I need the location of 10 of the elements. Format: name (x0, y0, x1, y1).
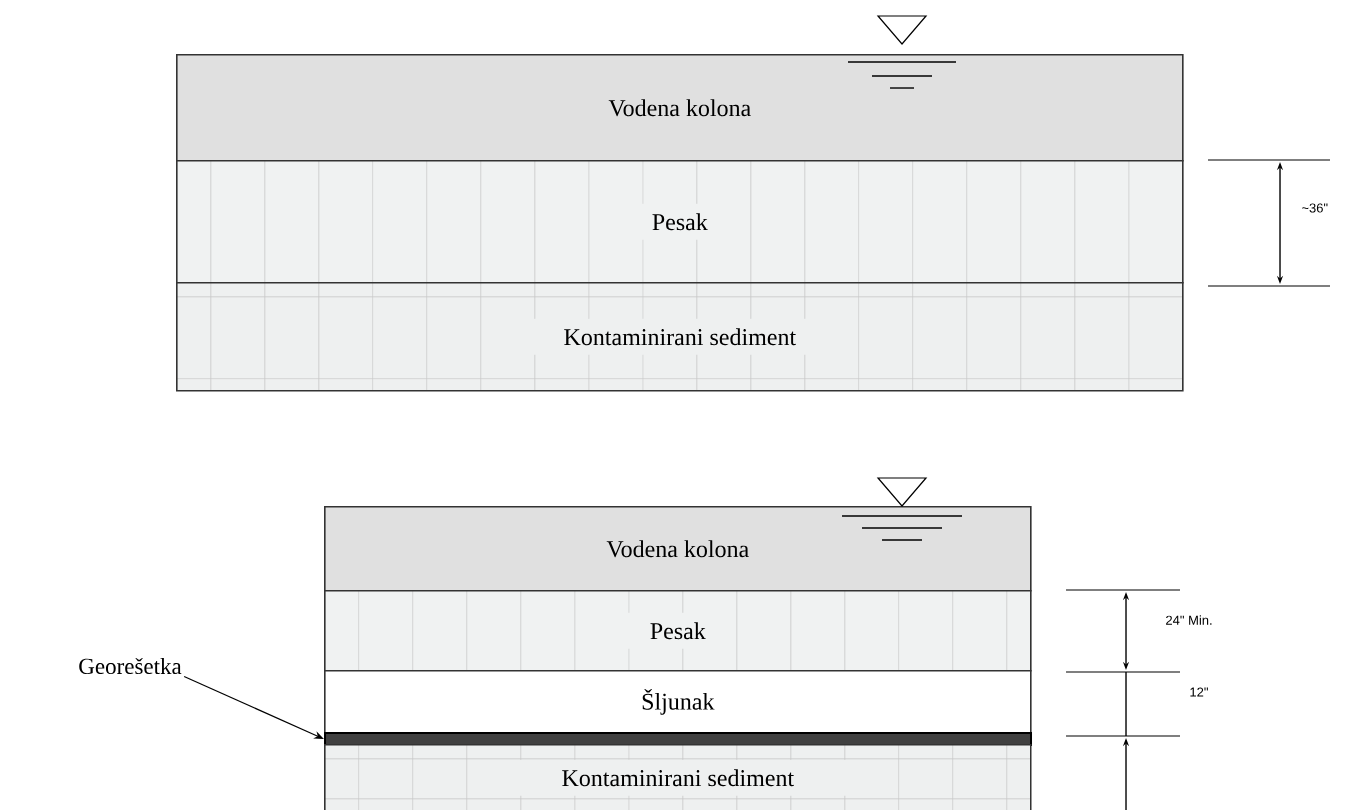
sand-layer: Pesak (324, 590, 1032, 672)
sediment-layer: Kontaminirani sediment (176, 282, 1184, 392)
geogrid-band (324, 732, 1032, 746)
layer-label: Georešetka (79, 657, 182, 675)
sediment-layer: Kontaminirani sediment (324, 744, 1032, 810)
gravel-layer: Šljunak (324, 670, 1032, 734)
water-layer: Vodena kolona (176, 54, 1184, 162)
leader-line (183, 675, 324, 739)
sand-layer: Pesak (176, 160, 1184, 284)
water-layer: Vodena kolona (324, 506, 1032, 592)
